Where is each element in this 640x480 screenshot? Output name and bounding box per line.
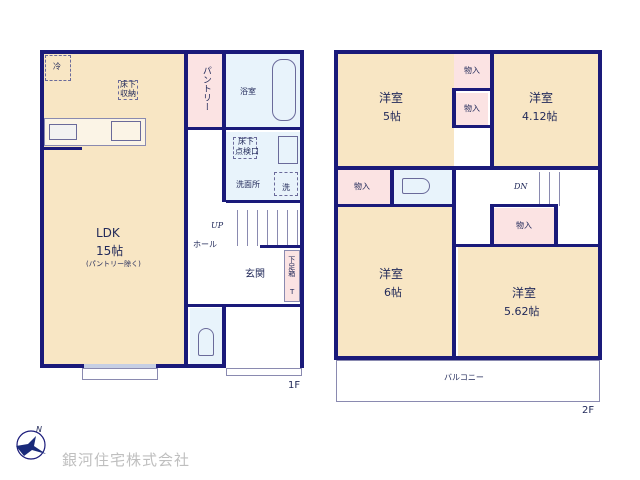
compass-icon — [16, 430, 46, 460]
closet-1 — [454, 54, 490, 88]
closet-3 — [336, 170, 390, 204]
inspection-hatch — [233, 137, 257, 159]
washroom-label: 洗面所 — [236, 180, 260, 189]
closet-2-label: 物入 — [464, 104, 480, 113]
closet-4 — [494, 208, 554, 244]
sink-icon — [111, 121, 141, 141]
stairs-1f — [228, 210, 302, 246]
western-room-4-12 — [494, 54, 598, 166]
room-5-62-name: 洋室 — [512, 286, 537, 300]
washer-label: 洗 — [282, 183, 290, 192]
ldk-room — [42, 54, 184, 365]
shoe-box-label: 下足箱 — [287, 256, 296, 277]
pantry-room — [188, 54, 222, 127]
fridge-space — [45, 55, 71, 81]
ldk-note: (パントリー除く) — [86, 260, 141, 268]
fridge-label: 冷 — [53, 62, 61, 71]
floor-2-label: 2F — [582, 405, 595, 416]
ldk-name: LDK — [96, 226, 120, 240]
stairs-up-label: UP — [211, 221, 224, 230]
kitchen-counter — [44, 118, 146, 146]
toilet-room — [190, 308, 222, 365]
room-4-12-size: 4.12帖 — [522, 110, 558, 123]
entrance-step — [226, 368, 302, 376]
window — [84, 364, 156, 368]
stove-icon — [49, 124, 77, 140]
underfloor-label-1: 床下 — [120, 80, 136, 89]
washbasin-icon — [278, 136, 298, 164]
pantry-label: パントリー — [200, 66, 211, 111]
room-5-size: 5帖 — [383, 110, 401, 123]
company-name: 銀河住宅株式会社 — [62, 451, 191, 469]
toilet-icon — [402, 178, 430, 194]
washroom — [226, 132, 302, 200]
inspection-label-1: 床下 — [238, 137, 254, 146]
bath-label: 浴室 — [240, 87, 256, 96]
bath-room — [226, 54, 302, 128]
room-5-62-size: 5.62帖 — [504, 305, 540, 318]
room-6-name: 洋室 — [379, 267, 404, 281]
room-6-size: 6帖 — [384, 286, 402, 299]
compass: N — [14, 425, 48, 462]
closet-2 — [456, 93, 488, 125]
closet-3-label: 物入 — [354, 182, 370, 191]
underfloor-label-2: 収納 — [120, 89, 136, 98]
balcony-label: バルコニー — [444, 373, 484, 382]
room-4-12-name: 洋室 — [529, 91, 554, 105]
shoe-box — [284, 250, 300, 302]
closet-4-label: 物入 — [516, 221, 532, 230]
floor-1-label: 1F — [288, 380, 301, 391]
entrance-label: 玄関 — [245, 269, 265, 280]
bay-step — [82, 368, 158, 380]
toilet-2f — [394, 170, 452, 204]
ldk-size: 15帖 — [96, 244, 124, 258]
closet-1-label: 物入 — [464, 66, 480, 75]
underfloor-storage — [118, 80, 138, 100]
balcony — [336, 360, 600, 402]
hall-label: ホール — [193, 240, 217, 249]
washer-space — [274, 172, 298, 196]
north-label: N — [36, 425, 42, 434]
stairs-dn-label: DN — [514, 182, 528, 191]
bathtub-icon — [272, 59, 296, 121]
western-room-5-62 — [458, 246, 598, 356]
inspection-label-2: 点検口 — [235, 147, 259, 156]
stairs-2f — [530, 172, 568, 206]
room-5-name: 洋室 — [379, 91, 404, 105]
toilet-icon — [198, 328, 214, 356]
western-room-6 — [336, 206, 454, 356]
t-label: T — [290, 288, 295, 296]
western-room-5 — [336, 54, 454, 166]
